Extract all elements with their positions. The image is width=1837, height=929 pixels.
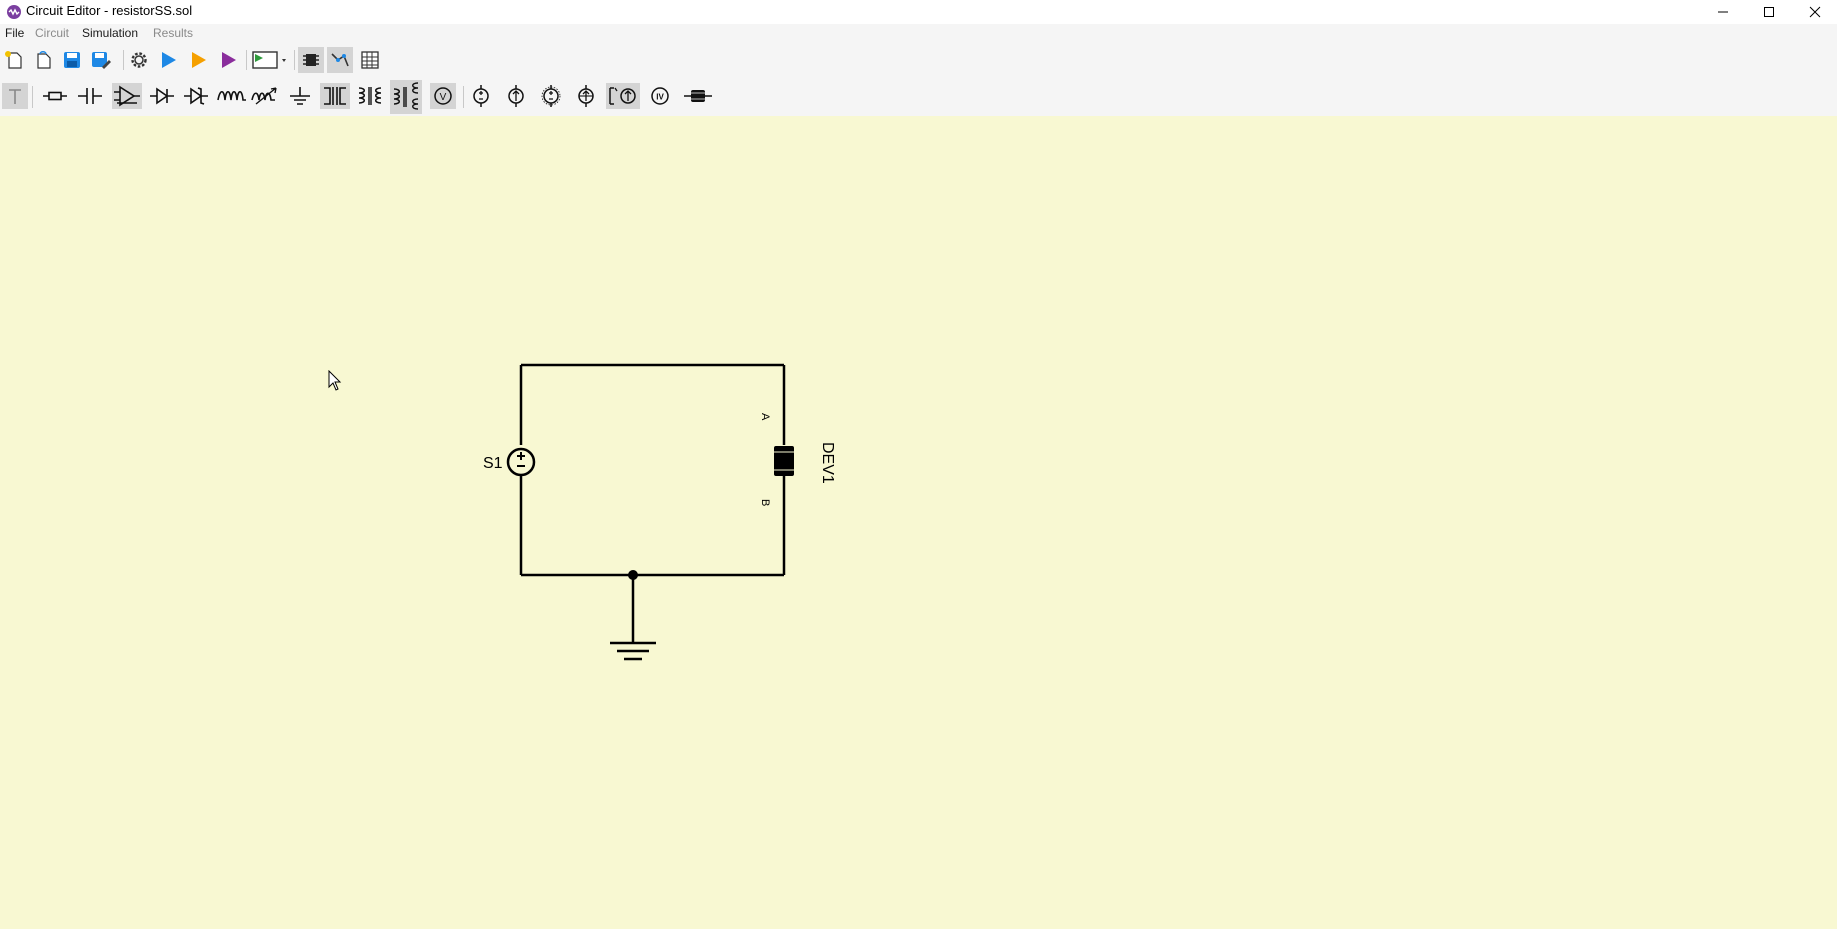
controlled-voltage-source-icon	[541, 85, 561, 107]
diode-tool-button[interactable]	[149, 83, 175, 109]
run-simulation-orange-button[interactable]	[185, 47, 211, 73]
window-title: Circuit Editor - resistorSS.sol	[26, 3, 193, 18]
minimize-icon	[1718, 11, 1728, 13]
maximize-icon	[1764, 7, 1774, 17]
save-as-icon	[92, 52, 111, 69]
run-simulation-purple-button[interactable]	[215, 47, 241, 73]
component-toolbar: V	[0, 76, 1837, 116]
ground-icon	[290, 87, 310, 105]
variable-inductor-tool-button[interactable]	[251, 83, 281, 109]
opamp-tool-button[interactable]	[112, 83, 142, 109]
iv-meter-tool-button[interactable]: IV	[647, 83, 673, 109]
controlled-voltage-source-tool-button[interactable]	[538, 83, 564, 109]
toolbar-separator	[123, 50, 124, 70]
scope-dropdown-button[interactable]	[250, 47, 288, 73]
ground-tool-button[interactable]	[287, 83, 313, 109]
title-bar: Circuit Editor - resistorSS.sol	[0, 0, 1837, 24]
device-label: DEV1	[819, 442, 836, 484]
main-toolbar	[0, 44, 1837, 76]
play-orange-icon	[192, 52, 206, 68]
scope-window-icon	[252, 51, 286, 69]
minimize-button[interactable]	[1700, 0, 1746, 24]
capacitor-icon	[78, 88, 102, 104]
controlled-current-source-tool-button[interactable]	[573, 83, 599, 109]
save-button[interactable]	[59, 47, 85, 73]
chip-icon	[303, 54, 319, 66]
pin-a-label: A	[759, 413, 771, 421]
table-icon	[361, 51, 379, 69]
three-winding-transformer-tool-button[interactable]	[390, 80, 422, 114]
new-file-icon	[5, 51, 22, 69]
schematic-drawing: S1 DEV1 A B	[483, 363, 836, 661]
results-table-button[interactable]	[357, 47, 383, 73]
run-simulation-blue-button[interactable]	[155, 47, 181, 73]
switch-source-icon	[609, 87, 636, 105]
inductor-tool-button[interactable]	[217, 83, 247, 109]
menu-simulation[interactable]: Simulation	[82, 26, 139, 40]
save-as-button[interactable]	[88, 47, 114, 73]
source-label: S1	[483, 455, 503, 472]
probe-icon	[331, 53, 349, 67]
mouse-cursor-icon	[328, 370, 342, 391]
close-icon	[1809, 6, 1821, 18]
device-block-icon	[684, 90, 712, 102]
iv-meter-icon: IV	[651, 87, 669, 105]
settings-button[interactable]	[126, 47, 152, 73]
coupled-inductor-icon	[358, 87, 382, 105]
open-file-button[interactable]	[30, 47, 56, 73]
opamp-icon	[114, 85, 140, 107]
menu-bar: File Circuit Simulation Results	[0, 24, 1837, 44]
device-tool-button[interactable]	[683, 83, 713, 109]
schematic-canvas[interactable]: S1 DEV1 A B	[0, 116, 1837, 924]
current-source-icon	[508, 85, 524, 107]
zener-diode-icon	[184, 87, 208, 105]
toolbar-separator	[463, 86, 464, 108]
transformer-icon	[324, 87, 346, 105]
play-purple-icon	[222, 52, 236, 68]
zener-diode-tool-button[interactable]	[183, 83, 209, 109]
component-mode-button[interactable]	[298, 47, 324, 73]
toolbar-separator	[32, 86, 33, 108]
toolbar-separator	[246, 50, 247, 70]
voltage-source-tool-button[interactable]	[468, 83, 494, 109]
junction-node[interactable]	[628, 570, 638, 580]
voltage-source-s1[interactable]	[506, 447, 536, 477]
menu-circuit[interactable]: Circuit	[35, 26, 70, 40]
open-file-icon	[37, 51, 51, 69]
voltage-source-icon	[473, 85, 489, 107]
text-tool-button[interactable]	[2, 83, 28, 109]
coupled-inductor-tool-button[interactable]	[355, 83, 385, 109]
new-file-button[interactable]	[1, 47, 27, 73]
probe-mode-button[interactable]	[327, 47, 353, 73]
play-blue-icon	[162, 52, 176, 68]
current-source-tool-button[interactable]	[503, 83, 529, 109]
device-dev1[interactable]	[774, 446, 794, 476]
capacitor-tool-button[interactable]	[77, 83, 103, 109]
resistor-icon	[43, 91, 67, 101]
transformer-tool-button[interactable]	[320, 83, 350, 109]
variable-inductor-icon	[251, 87, 277, 105]
pin-b-label: B	[759, 499, 771, 506]
app-logo-icon	[7, 5, 21, 19]
menu-file[interactable]: File	[5, 26, 25, 40]
text-tool-icon	[9, 89, 21, 104]
gear-icon	[131, 52, 147, 68]
close-button[interactable]	[1792, 0, 1837, 24]
switch-source-tool-button[interactable]	[606, 83, 640, 109]
toolbar-separator	[294, 50, 295, 70]
svg-text:V: V	[440, 92, 447, 103]
voltmeter-icon: V	[434, 87, 452, 105]
svg-text:IV: IV	[656, 93, 664, 102]
save-icon	[64, 52, 80, 68]
menu-results[interactable]: Results	[153, 26, 194, 40]
inductor-icon	[217, 90, 246, 101]
voltmeter-tool-button[interactable]: V	[430, 83, 456, 109]
three-winding-transformer-icon	[393, 82, 419, 110]
ground-symbol[interactable]	[610, 641, 656, 661]
resistor-tool-button[interactable]	[42, 83, 68, 109]
controlled-current-source-icon	[578, 85, 594, 107]
maximize-button[interactable]	[1746, 0, 1792, 24]
diode-icon	[150, 87, 174, 105]
